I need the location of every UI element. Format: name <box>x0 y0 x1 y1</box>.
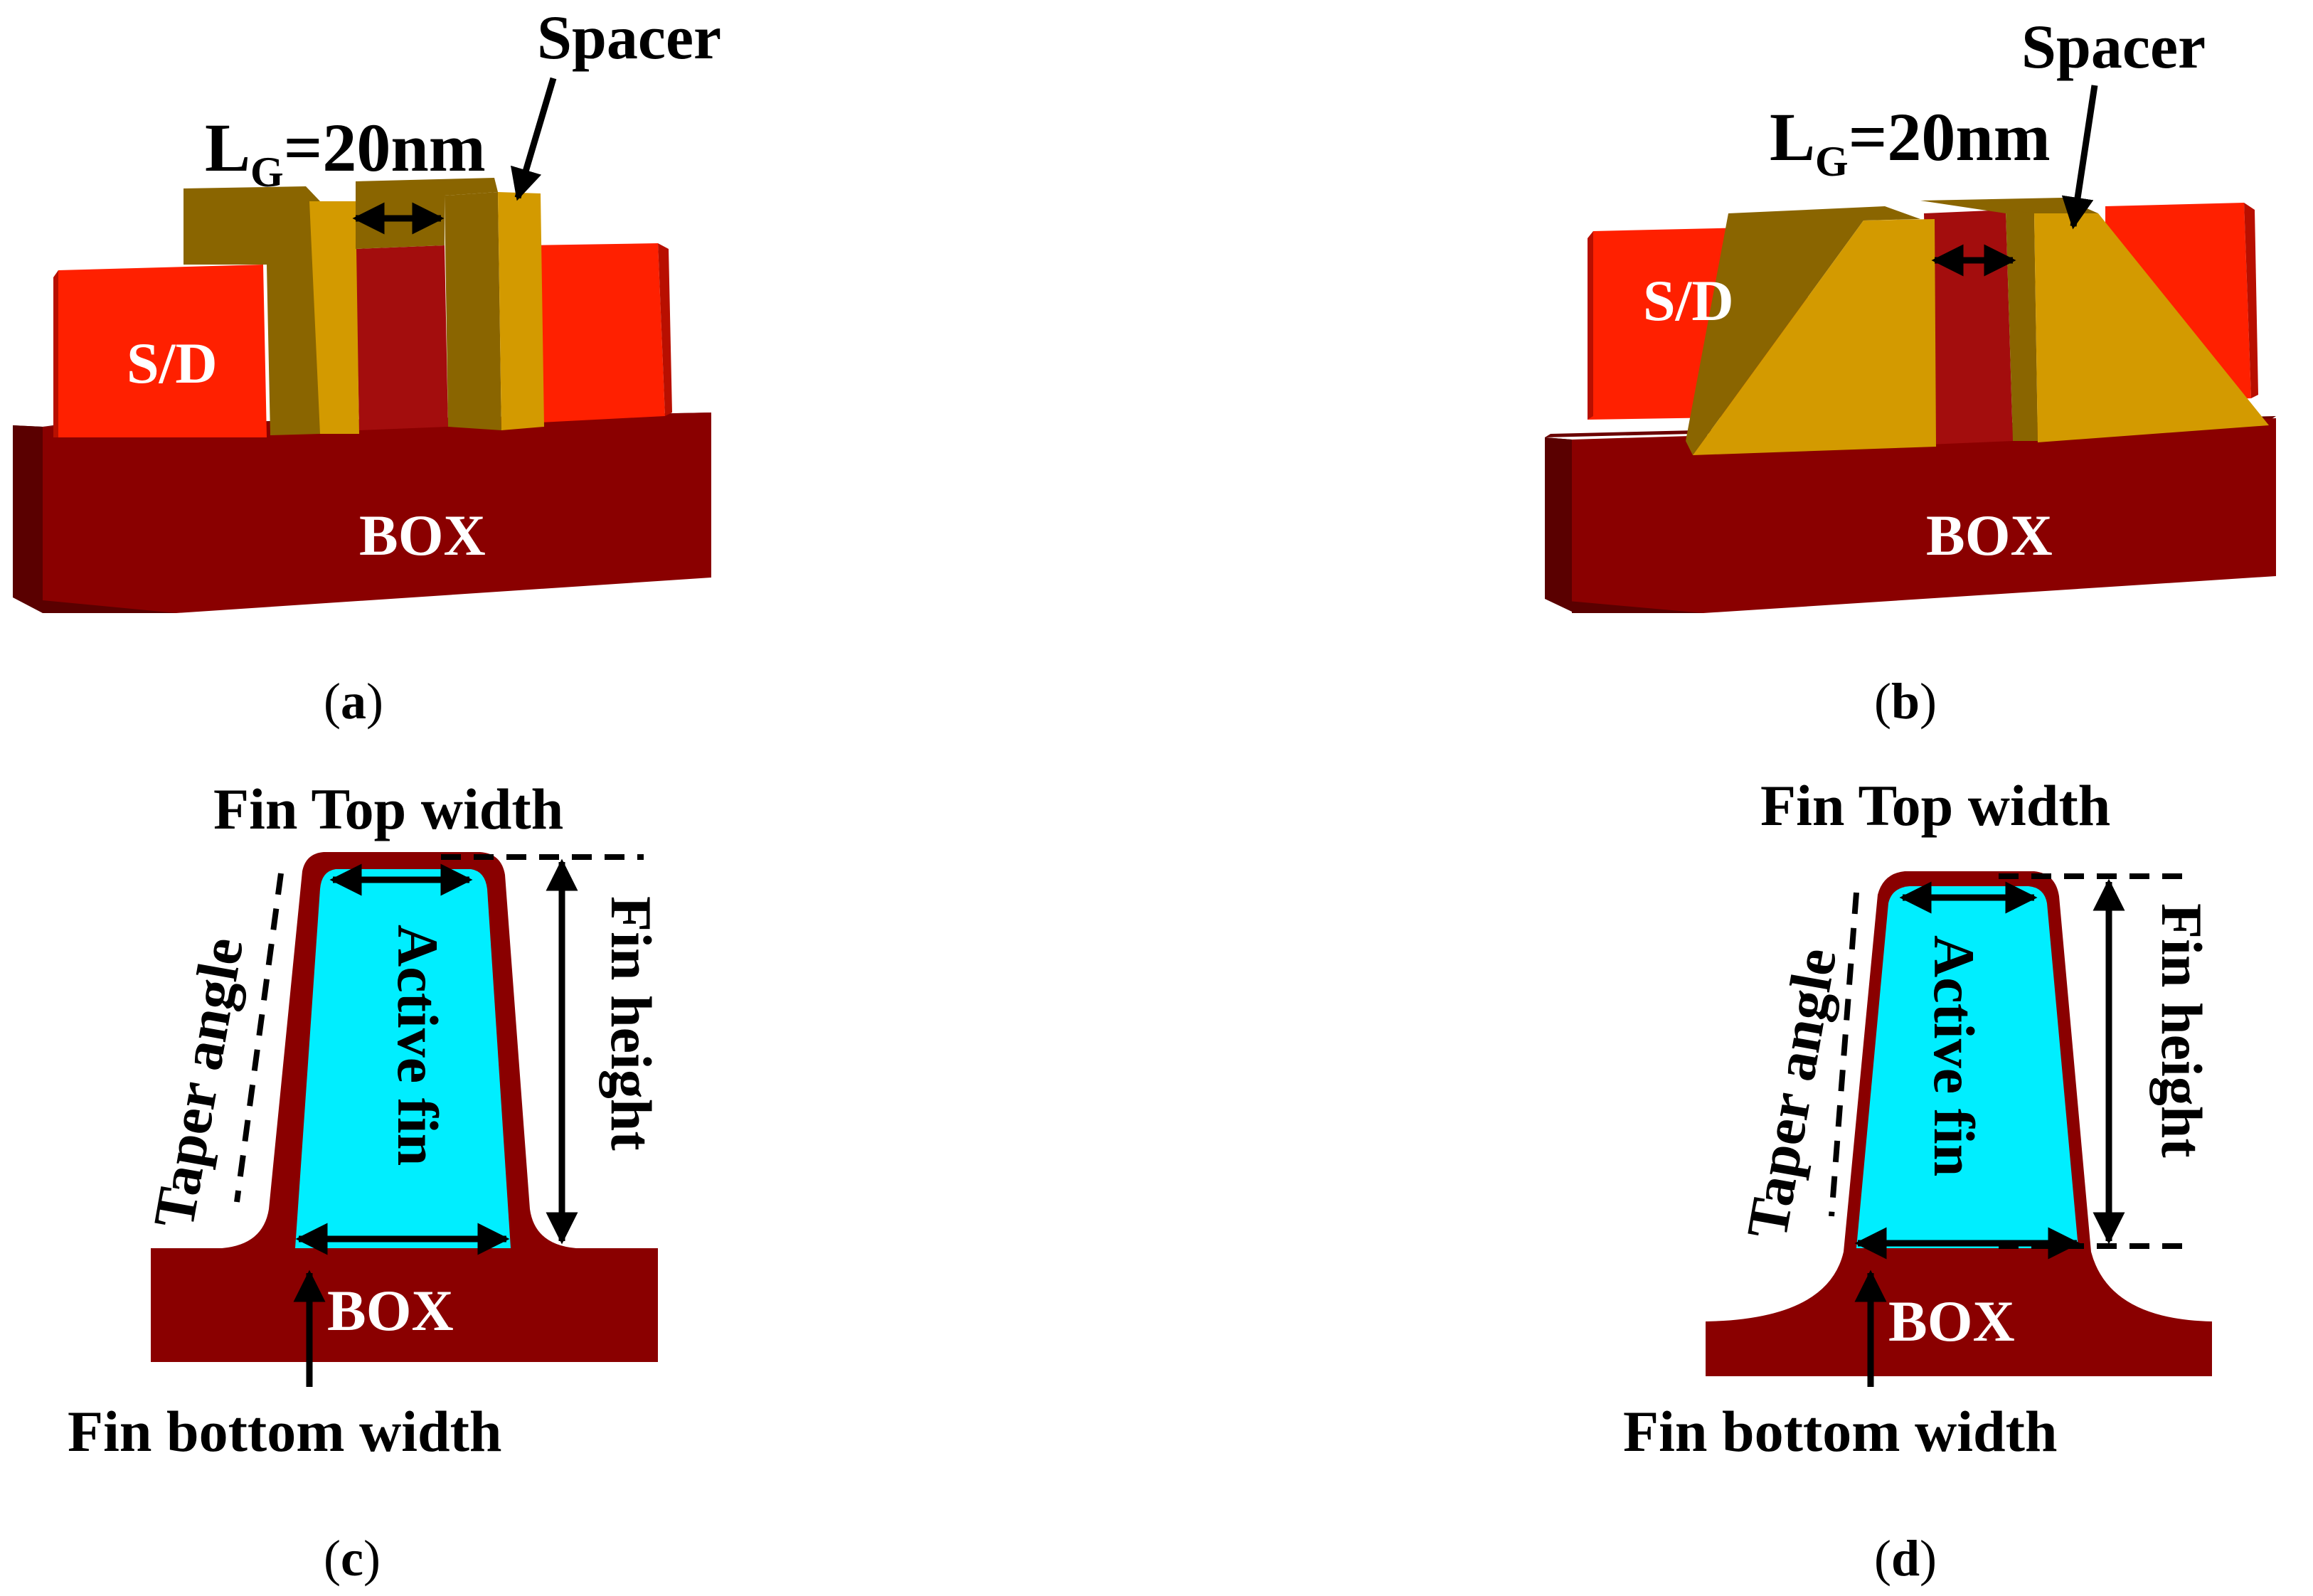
panel-d: Fin Top width Active fin Fin height Tape… <box>1623 773 2214 1587</box>
fin-top-width-label: Fin Top width <box>1760 773 2110 838</box>
sd-right-edge <box>658 243 672 416</box>
panel-a: Spacer LG=20nm S/D BOX (a) <box>13 4 721 730</box>
channel-fin <box>1924 210 2013 445</box>
sd-right-edge <box>2244 203 2258 398</box>
spacer-label: Spacer <box>537 4 721 73</box>
box-label: BOX <box>1888 1289 2015 1353</box>
active-fin-core <box>295 869 511 1248</box>
caption-d: (d) <box>1874 1530 1937 1587</box>
taper-angle-label: Taper angle <box>1734 943 1849 1243</box>
caption-c: (c) <box>324 1530 381 1587</box>
spacer-left-dark <box>1686 206 1920 455</box>
spacer-left-face <box>1693 219 1936 455</box>
panel-c: Fin Top width Active fin Fin height Tape… <box>68 777 664 1587</box>
box-front-face <box>43 413 711 613</box>
spacer-right-top <box>1920 198 2098 213</box>
sd-left-edge <box>53 270 58 437</box>
fin-height-label: Fin height <box>599 896 664 1151</box>
spacer-left <box>1686 206 1936 455</box>
lg-label: LG=20nm <box>1770 99 2051 185</box>
fin-bottom-width-label: Fin bottom width <box>1623 1399 2058 1464</box>
fin-bottom-width-label: Fin bottom width <box>68 1399 502 1464</box>
box-left-shadow <box>1545 437 1703 613</box>
sd-right <box>526 243 672 423</box>
sd-left <box>53 265 267 437</box>
box-label: BOX <box>327 1278 454 1343</box>
sd-label: S/D <box>127 331 218 395</box>
panel-b: Spacer LG=20nm S/D BOX (b) <box>1545 13 2276 730</box>
box-label: BOX <box>359 503 486 568</box>
lg-label: LG=20nm <box>205 110 486 196</box>
active-fin-label: Active fin <box>1922 935 1987 1176</box>
spacer-right-face <box>2034 213 2269 442</box>
spacer-pointer-arrow <box>510 77 557 201</box>
spacer-pointer-arrow <box>2061 85 2098 230</box>
sd-left-edge <box>1588 231 1593 420</box>
box-label: BOX <box>1926 503 2053 568</box>
channel-fin <box>356 245 448 430</box>
taper-reference-dash <box>1829 892 1859 1217</box>
spacer-left-face <box>309 201 359 434</box>
sd-label: S/D <box>1643 268 1734 333</box>
sd-right-front <box>526 243 665 423</box>
sd-left-front <box>53 265 267 437</box>
taper-reference-dash <box>234 873 284 1203</box>
spacer-left <box>184 186 359 435</box>
taper-angle-label: Taper angle <box>141 932 255 1233</box>
spacer-left-dark <box>184 186 320 435</box>
box-left-shadow <box>13 425 176 613</box>
fin-top-width-label: Fin Top width <box>213 777 563 841</box>
caption-b: (b) <box>1874 673 1937 730</box>
caption-a: (a) <box>324 673 383 730</box>
spacer-right-face <box>498 192 544 430</box>
spacer-right-dark <box>445 192 501 430</box>
spacer-label: Spacer <box>2021 13 2206 82</box>
active-fin-label: Active fin <box>386 925 450 1166</box>
active-fin-core <box>1856 886 2078 1248</box>
fin-height-label: Fin height <box>2149 903 2214 1158</box>
box-front-face <box>1572 418 2276 613</box>
